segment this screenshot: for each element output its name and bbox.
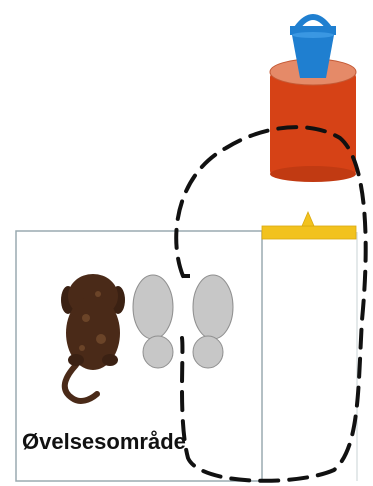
area-label: Øvelsesområde xyxy=(22,429,186,454)
yellow-marker-icon xyxy=(262,212,356,239)
